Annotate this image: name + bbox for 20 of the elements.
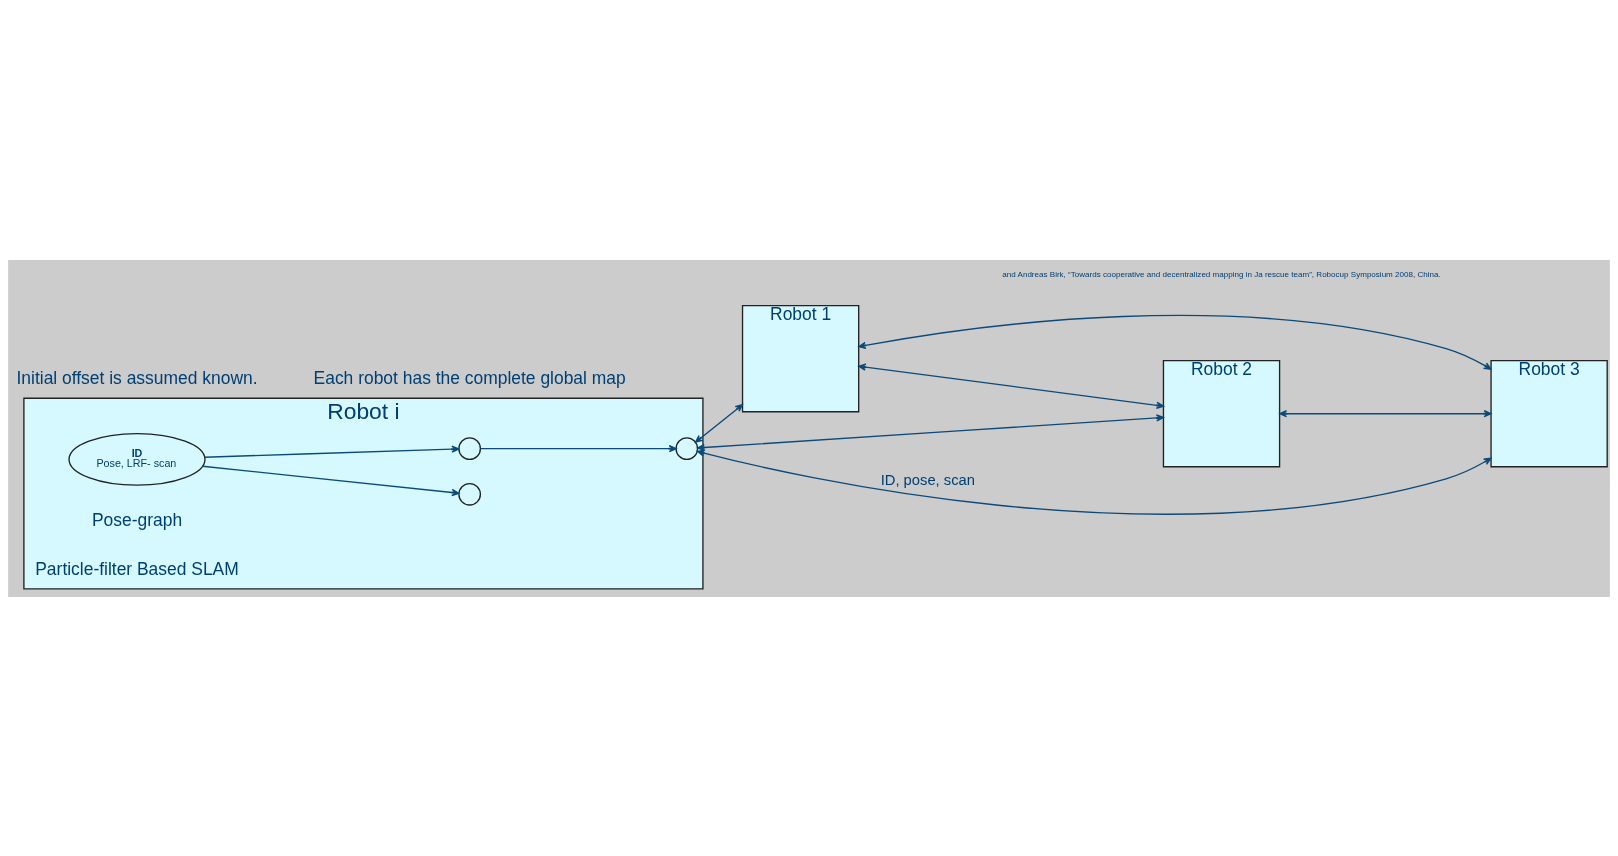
node-box: Robot 1 xyxy=(741,304,860,412)
edge-label: ID, pose, scan xyxy=(880,471,975,488)
arrow xyxy=(479,444,677,452)
node-ellipse: ID Pose, LRF- scan xyxy=(68,432,206,486)
node-box: Robot 2 xyxy=(1162,359,1281,467)
arrow xyxy=(696,448,1492,515)
node-circle xyxy=(675,436,699,460)
arrow xyxy=(204,445,460,458)
arrow xyxy=(858,314,1492,370)
node-box: Robot 3 xyxy=(1490,359,1608,467)
arrow xyxy=(858,362,1165,409)
label: Each robot has the complete global map xyxy=(313,367,626,388)
arrow xyxy=(694,403,744,443)
label: Particle-filter Based SLAM xyxy=(35,558,239,579)
arrow xyxy=(1279,409,1492,417)
label: Pose-graph xyxy=(91,509,183,530)
arrow xyxy=(201,465,460,496)
node-circle xyxy=(458,482,482,506)
label: Initial offset is assumed known. xyxy=(16,367,258,388)
node-circle xyxy=(458,436,482,460)
